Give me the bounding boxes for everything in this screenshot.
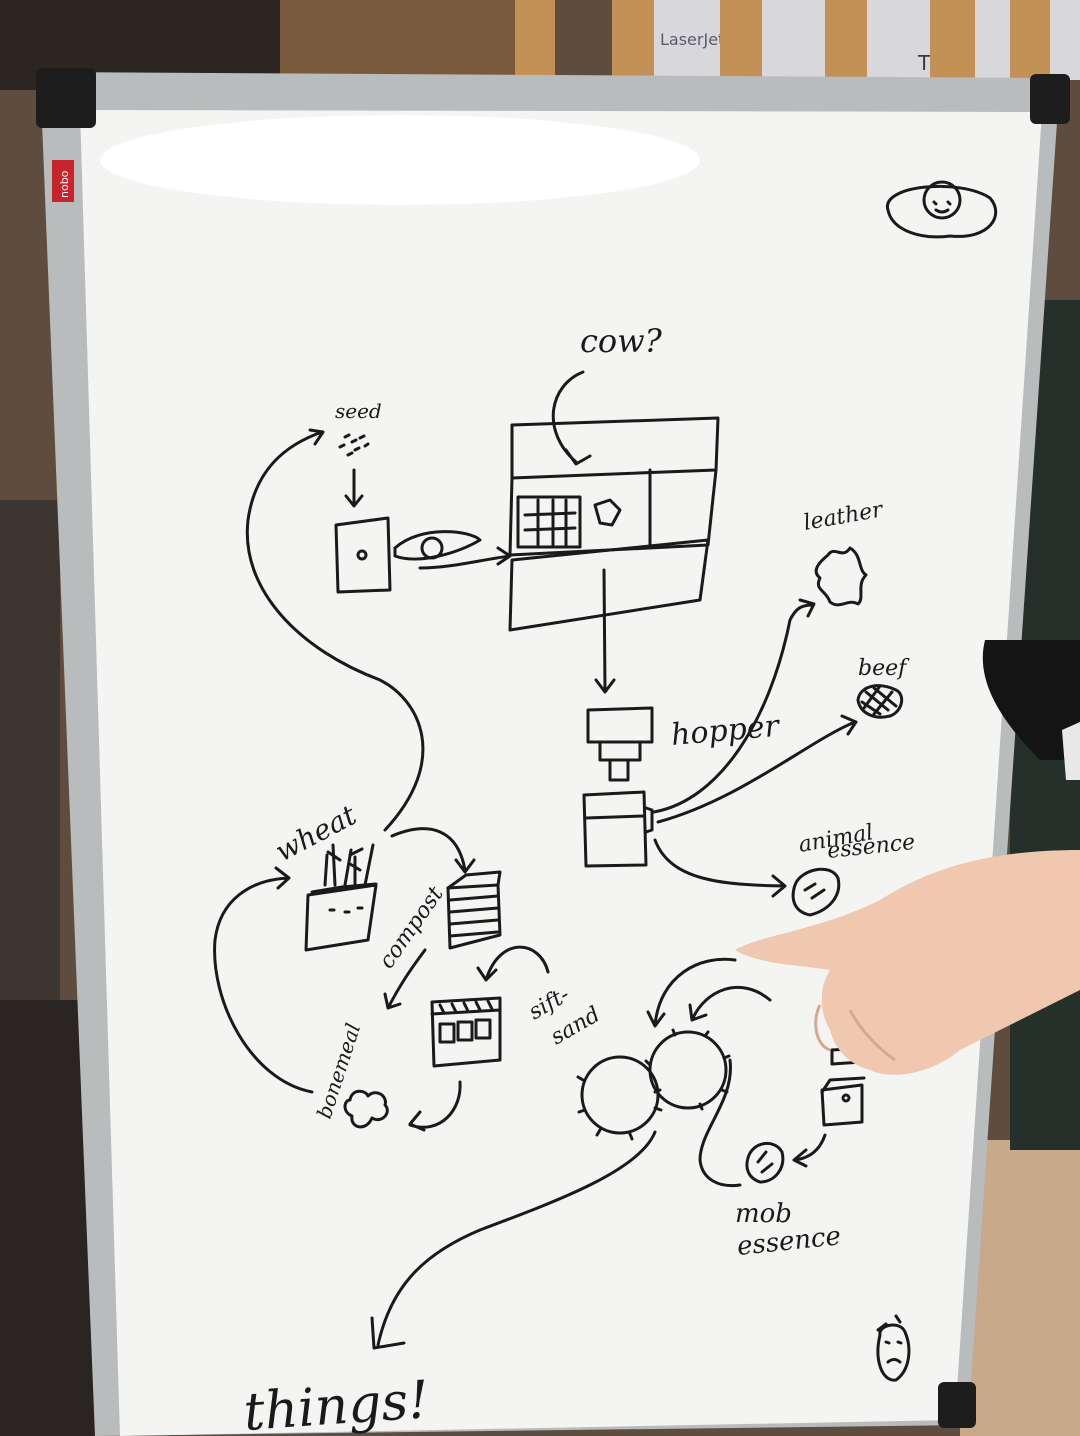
planter-block <box>334 516 482 594</box>
hopper-icon <box>586 706 654 782</box>
output-to-leather-arrow <box>652 598 816 814</box>
animal-essence-icon <box>791 867 841 917</box>
wheels-loop-arrow <box>698 1058 742 1188</box>
redacted-smudge <box>100 115 700 205</box>
board-surface <box>80 110 1042 1436</box>
cow-machine <box>508 416 720 632</box>
marker <box>982 640 1080 780</box>
wheat-to-compost-arrow <box>390 827 476 874</box>
pointing-hand <box>735 850 1080 1075</box>
planter-to-machine-arrow <box>418 546 512 570</box>
board-logo-badge <box>52 160 74 202</box>
label-mob: mob <box>735 1199 792 1229</box>
output-container <box>582 790 654 868</box>
output-to-beef-arrow <box>656 714 858 824</box>
seed-arrow <box>344 468 364 508</box>
compost-icon <box>446 870 502 950</box>
bonemeal-to-wheat-arrow <box>213 866 314 1094</box>
wooden-cabinet <box>280 0 530 80</box>
mob-essence-icon <box>745 1142 785 1184</box>
output-to-essence-arrow <box>653 838 787 898</box>
cow-arrow <box>551 370 592 466</box>
label-things: things! <box>242 1370 431 1436</box>
crushing-wheels-icon <box>576 1028 731 1141</box>
chair-slat-5 <box>930 0 975 85</box>
wheat-icon <box>304 843 378 952</box>
beef-icon <box>856 684 904 719</box>
sad-face-doodle <box>876 1314 911 1382</box>
sieve-icon <box>430 996 502 1068</box>
into-wheels-arrow-1 <box>646 957 737 1028</box>
chair-slat-2 <box>612 0 654 85</box>
chair-slat-4 <box>825 0 867 85</box>
label-cow: cow? <box>580 322 663 360</box>
chair-slat-6 <box>1010 0 1050 85</box>
fried-egg-doodle <box>886 180 998 239</box>
board-logo-text: nobo <box>58 170 71 198</box>
wheels-to-things-arrow <box>370 1130 657 1350</box>
wheat-to-seed-arrow <box>245 428 425 832</box>
frame-corner-tl <box>36 68 96 128</box>
machine-to-hopper-arrow <box>594 568 616 694</box>
seed-icon <box>338 433 370 457</box>
frame-corner-br <box>938 1382 976 1428</box>
label-seed: seed <box>335 399 382 423</box>
essence-to-mob-arrow <box>792 1133 827 1168</box>
compost-to-bonemeal-arrow <box>383 948 427 1010</box>
sift-arrow <box>476 945 550 982</box>
label-beef: beef <box>858 656 910 681</box>
chair-slat-1 <box>515 0 555 85</box>
bonemeal-icon <box>343 1089 389 1129</box>
into-wheels-arrow-2 <box>688 985 772 1022</box>
chair-slat-3 <box>720 0 762 85</box>
frame-corner-tr <box>1030 74 1070 124</box>
leather-icon <box>814 546 868 607</box>
sieve-to-bonemeal-arrow <box>408 1080 462 1132</box>
